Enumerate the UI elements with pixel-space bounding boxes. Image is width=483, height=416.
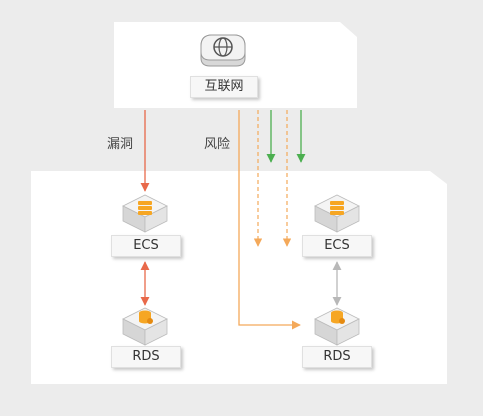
right-ecs-label: ECS bbox=[302, 235, 372, 257]
right-ecs-server-icon bbox=[314, 194, 360, 233]
risk-arrow bbox=[238, 110, 301, 330]
left-rds-database-icon bbox=[122, 307, 168, 346]
right-rds-label: RDS bbox=[302, 346, 372, 368]
globe-router-icon bbox=[200, 34, 246, 67]
right-rds-database-icon bbox=[314, 307, 360, 346]
internet-label: 互联网 bbox=[190, 76, 258, 98]
vulnerability-edge-label: 漏洞 bbox=[107, 137, 134, 152]
left-rds-label: RDS bbox=[111, 346, 181, 368]
risk-edge-label: 风险 bbox=[204, 137, 231, 152]
left-ecs-server-icon bbox=[122, 194, 168, 233]
left-ecs-label: ECS bbox=[111, 235, 181, 257]
